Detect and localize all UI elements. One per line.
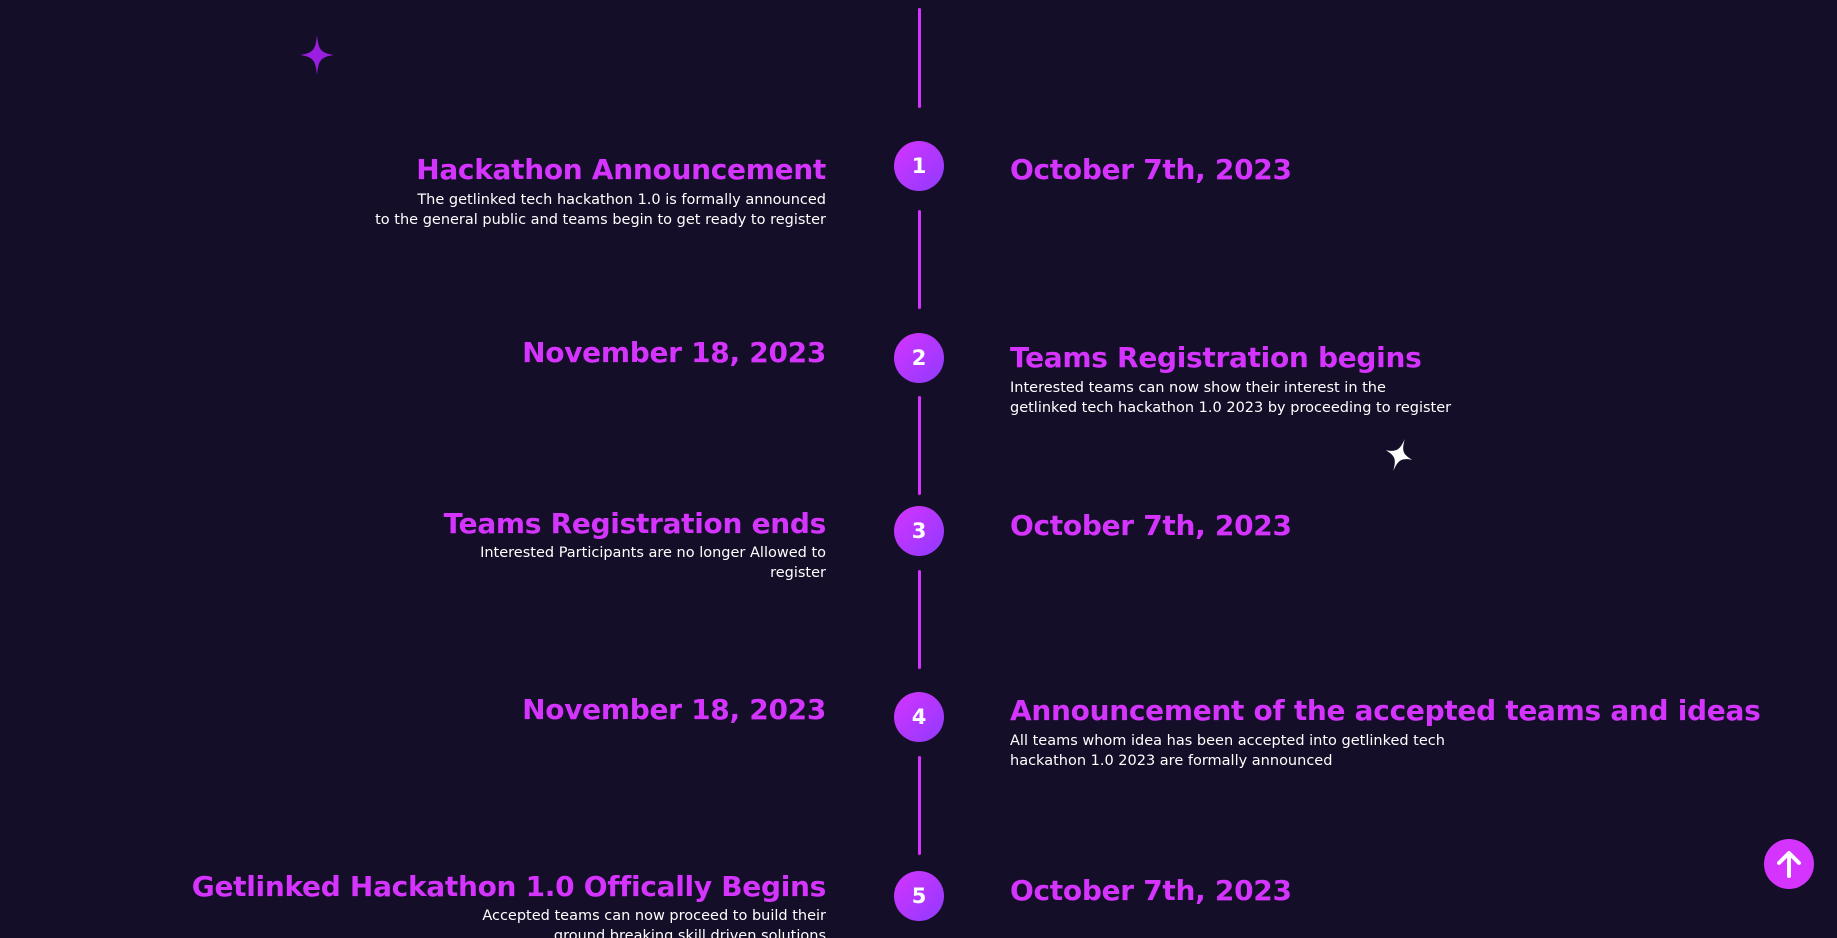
timeline-item-title: Hackathon Announcement bbox=[416, 153, 826, 186]
timeline-item-description: Accepted teams can now proceed to build … bbox=[426, 906, 826, 938]
timeline-item-date: October 7th, 2023 bbox=[1010, 153, 1292, 186]
timeline-item-date: October 7th, 2023 bbox=[1010, 509, 1292, 542]
timeline-item-description: All teams whom idea has been accepted in… bbox=[1010, 731, 1470, 771]
timeline-step-number: 2 bbox=[894, 333, 944, 383]
description-line: Accepted teams can now proceed to build … bbox=[482, 908, 826, 924]
description-line: to the general public and teams begin to… bbox=[375, 212, 826, 228]
timeline-connector bbox=[918, 210, 921, 309]
description-line: ground breaking skill driven solutions bbox=[553, 928, 826, 938]
timeline-item-title: Teams Registration begins bbox=[1010, 341, 1422, 374]
purple-star-icon bbox=[300, 35, 334, 75]
timeline-connector bbox=[918, 570, 921, 669]
description-line: register bbox=[770, 565, 826, 581]
timeline-item-date: October 7th, 2023 bbox=[1010, 874, 1292, 907]
description-line: hackathon 1.0 2023 are formally announce… bbox=[1010, 753, 1333, 769]
timeline-step-number: 1 bbox=[894, 141, 944, 191]
timeline-step-number: 5 bbox=[894, 871, 944, 921]
description-line: getlinked tech hackathon 1.0 2023 by pro… bbox=[1010, 400, 1452, 416]
timeline-step-number: 4 bbox=[894, 692, 944, 742]
timeline-item-description: The getlinked tech hackathon 1.0 is form… bbox=[366, 190, 826, 230]
description-line: Interested Participants are no longer Al… bbox=[480, 545, 826, 561]
timeline-step-number: 3 bbox=[894, 506, 944, 556]
description-line: The getlinked tech hackathon 1.0 is form… bbox=[417, 192, 826, 208]
description-line: Interested teams can now show their inte… bbox=[1010, 380, 1386, 396]
timeline-connector bbox=[918, 756, 921, 855]
timeline-connector bbox=[918, 8, 921, 108]
description-line: All teams whom idea has been accepted in… bbox=[1010, 733, 1445, 749]
timeline-item-title: Announcement of the accepted teams and i… bbox=[1010, 694, 1761, 727]
timeline-item-title: Getlinked Hackathon 1.0 Offically Begins bbox=[191, 870, 827, 903]
timeline-item-date: November 18, 2023 bbox=[522, 336, 826, 369]
white-star-icon bbox=[1385, 439, 1413, 471]
arrow-up-icon bbox=[1777, 851, 1801, 878]
timeline-item-date: November 18, 2023 bbox=[522, 693, 826, 726]
timeline-item-description: Interested teams can now show their inte… bbox=[1010, 378, 1470, 418]
scroll-to-top-button[interactable] bbox=[1764, 839, 1814, 889]
timeline-connector bbox=[918, 396, 921, 495]
timeline-item-description: Interested Participants are no longer Al… bbox=[426, 543, 826, 583]
timeline-item-title: Teams Registration ends bbox=[443, 507, 827, 540]
